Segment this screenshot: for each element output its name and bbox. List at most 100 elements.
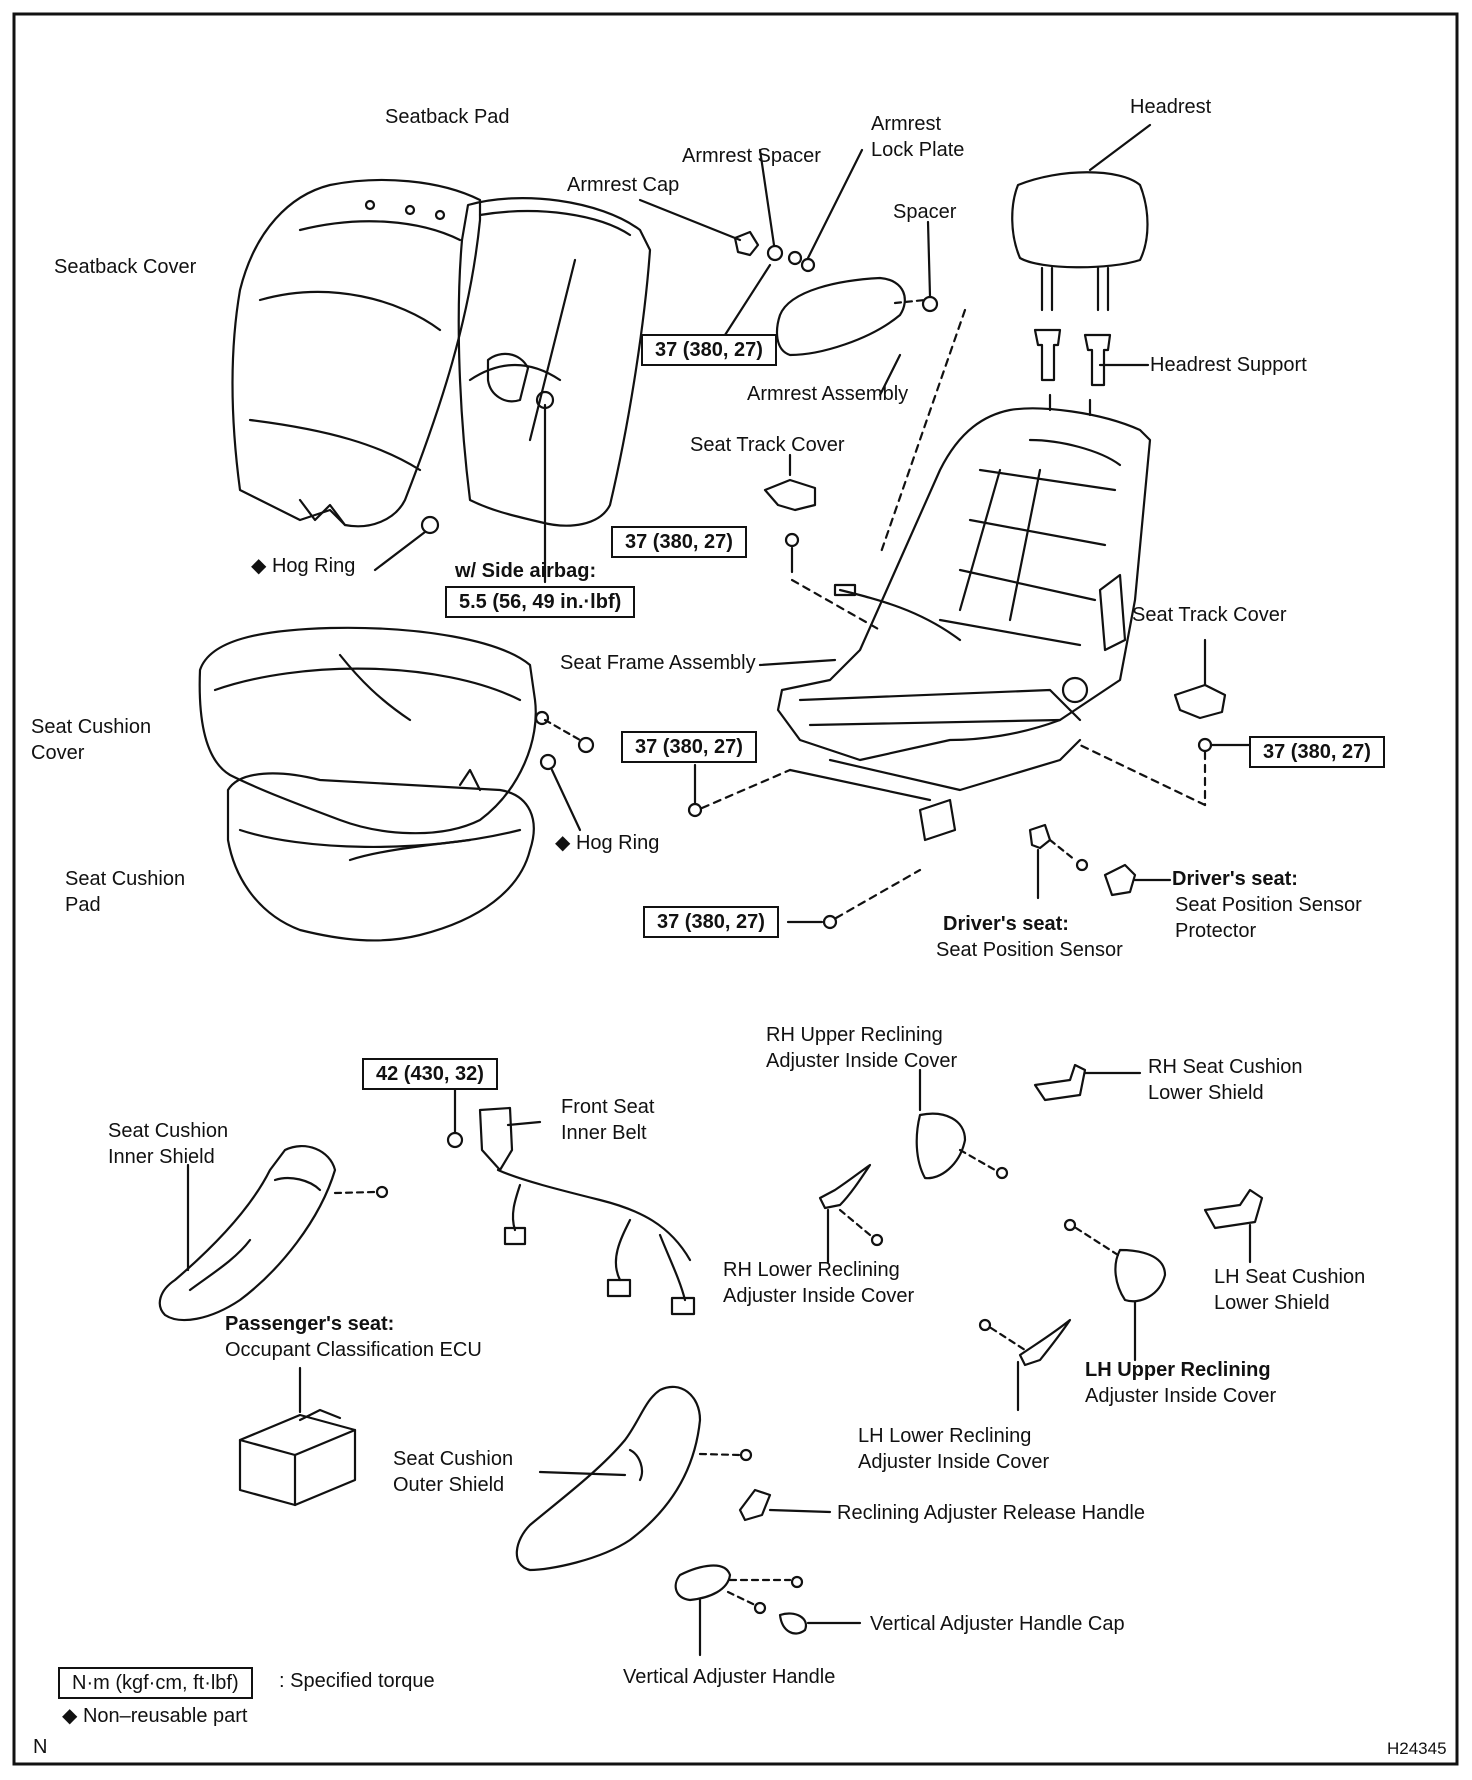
rh-upper-reclining-cover-part	[915, 1112, 967, 1180]
torque-armrest: 37 (380, 27)	[641, 334, 777, 366]
label-rh-lower-reclining: RH Lower Reclining Adjuster Inside Cover	[723, 1257, 914, 1309]
label-seat-cushion-pad: Seat Cushion Pad	[65, 866, 185, 918]
label-seatback-cover: Seatback Cover	[54, 256, 197, 278]
label-armrest-lock-plate-line2: Lock Plate	[871, 139, 965, 161]
label-lh-lower-reclining-line1: LH Lower Reclining	[858, 1425, 1032, 1447]
seat-cushion-pad-part	[226, 772, 535, 942]
legend-torque-text: : Specified torque	[279, 1670, 435, 1692]
label-lh-seat-cushion-lower: LH Seat Cushion Lower Shield	[1214, 1264, 1365, 1316]
torque-track-cover: 37 (380, 27)	[611, 526, 747, 558]
torque-front-bottom: 37 (380, 27)	[643, 906, 779, 938]
armrest-spacer-part	[766, 244, 784, 262]
rh-seat-cushion-lower-shield-part	[1033, 1063, 1087, 1102]
label-lh-lower-reclining: LH Lower Reclining Adjuster Inside Cover	[858, 1423, 1049, 1475]
label-drivers-seat-sensor-text: Seat Position Sensor	[936, 939, 1123, 961]
seat-track-cover-right-part	[1173, 683, 1227, 720]
label-front-seat-inner-belt: Front Seat Inner Belt	[561, 1094, 654, 1146]
label-rh-upper-reclining-line2: Adjuster Inside Cover	[766, 1050, 958, 1072]
seatback-cover-part	[231, 178, 482, 528]
reclining-adjuster-release-handle-part	[738, 1488, 772, 1522]
label-seat-cushion-cover-line2: Cover	[31, 742, 85, 764]
label-rh-seat-cushion-lower-line2: Lower Shield	[1148, 1082, 1264, 1104]
label-vertical-handle: Vertical Adjuster Handle	[623, 1666, 836, 1688]
label-armrest-assembly: Armrest Assembly	[747, 383, 909, 405]
legend-torque-unit: N·m (kgf·cm, ft·lbf)	[58, 1667, 253, 1699]
vertical-adjuster-handle-part	[674, 1564, 732, 1602]
label-seat-cushion-cover-line1: Seat Cushion	[31, 716, 152, 738]
label-passenger-seat-ecu-text: Occupant Classification ECU	[225, 1339, 482, 1361]
label-lh-upper-reclining-line2: Adjuster Inside Cover	[1085, 1385, 1277, 1407]
label-seat-cushion-inner-shield-line1: Seat Cushion	[108, 1120, 229, 1142]
label-lh-seat-cushion-lower-line2: Lower Shield	[1214, 1292, 1330, 1314]
label-rh-lower-reclining-line2: Adjuster Inside Cover	[723, 1285, 915, 1307]
seat-track-cover-left-part	[763, 478, 817, 512]
label-rh-lower-reclining-line1: RH Lower Reclining	[723, 1259, 900, 1281]
label-seat-cushion-inner-shield-line2: Inner Shield	[108, 1146, 215, 1168]
label-armrest-lock-plate-line1: Armrest	[871, 113, 941, 135]
occupant-classification-ecu-part	[238, 1408, 357, 1507]
corner-n: N	[33, 1736, 48, 1758]
label-seat-track-cover-left: Seat Track Cover	[690, 434, 845, 456]
label-front-seat-inner-belt-line2: Inner Belt	[561, 1122, 647, 1144]
torque-front-left: 37 (380, 27)	[621, 731, 757, 763]
lh-lower-reclining-cover-part	[1018, 1318, 1072, 1367]
label-side-airbag-text: w/ Side airbag:	[455, 560, 597, 582]
bolt-front-left-part	[687, 802, 703, 818]
label-armrest-cap: Armrest Cap	[567, 174, 680, 196]
bolt-front-bottom-part	[822, 914, 838, 930]
label-armrest-spacer: Armrest Spacer	[682, 145, 821, 167]
diagram-border	[12, 12, 1459, 1766]
headrest-part	[1011, 171, 1149, 312]
rh-lower-reclining-cover-part	[818, 1163, 872, 1210]
label-passenger-seat-title: Passenger's seat:	[225, 1313, 395, 1335]
seat-cushion-inner-shield-part	[158, 1145, 337, 1322]
seat-frame-assembly-part	[776, 393, 1152, 842]
spacer-part	[921, 295, 939, 313]
seat-cushion-outer-shield-part	[515, 1385, 702, 1572]
label-drivers-seat-sensor: Driver's seat: Seat Position Sensor	[936, 911, 1123, 963]
seat-position-sensor-protector-part	[1103, 863, 1137, 897]
armrest-assembly-part	[775, 276, 906, 357]
label-drivers-seat-sensor-title: Driver's seat:	[943, 913, 1069, 935]
label-rh-seat-cushion-lower: RH Seat Cushion Lower Shield	[1148, 1054, 1303, 1106]
headrest-support-part	[1033, 328, 1112, 387]
label-seat-cushion-pad-line2: Pad	[65, 894, 101, 916]
torque-inner-belt: 42 (430, 32)	[362, 1058, 498, 1090]
label-armrest-lock-plate: Armrest Lock Plate	[871, 111, 964, 163]
label-front-seat-inner-belt-line1: Front Seat	[561, 1096, 655, 1118]
seatback-pad-part	[457, 197, 652, 527]
label-headrest: Headrest	[1130, 96, 1212, 118]
label-seat-cushion-outer-shield-line1: Seat Cushion	[393, 1448, 514, 1470]
hog-ring-upper-part	[420, 515, 440, 535]
label-passenger-seat-ecu: Passenger's seat: Occupant Classificatio…	[225, 1311, 482, 1363]
label-drivers-seat-protector-line1: Seat Position Sensor	[1175, 894, 1362, 916]
label-lh-lower-reclining-line2: Adjuster Inside Cover	[858, 1451, 1050, 1473]
bolt-track-part	[784, 532, 800, 548]
front-seat-inner-belt-part	[446, 1106, 696, 1316]
label-lh-upper-reclining-line1: LH Upper Reclining	[1085, 1359, 1271, 1381]
label-drivers-seat-protector-title: Driver's seat:	[1172, 868, 1298, 890]
bolt-rear-right-part	[1197, 737, 1213, 753]
armrest-lock-plate-part	[787, 250, 803, 266]
label-hog-ring-upper: ◆ Hog Ring	[251, 555, 356, 577]
label-seat-cushion-inner-shield: Seat Cushion Inner Shield	[108, 1118, 228, 1170]
figure-code: H24345	[1387, 1739, 1447, 1758]
label-seat-cushion-outer-shield: Seat Cushion Outer Shield	[393, 1446, 513, 1498]
seat-cushion-cover-part	[198, 626, 550, 835]
armrest-cap-part	[733, 230, 760, 257]
label-rh-upper-reclining-line1: RH Upper Reclining	[766, 1024, 943, 1046]
armrest-lock-plate-part-2	[800, 257, 816, 273]
label-seat-frame-assembly: Seat Frame Assembly	[560, 652, 756, 674]
label-seat-cushion-outer-shield-line2: Outer Shield	[393, 1474, 505, 1496]
label-lh-upper-reclining: LH Upper Reclining Adjuster Inside Cover	[1085, 1357, 1276, 1409]
torque-rear-right: 37 (380, 27)	[1249, 736, 1385, 768]
label-side-airbag: w/ Side airbag:	[455, 558, 596, 584]
label-seat-track-cover-right: Seat Track Cover	[1132, 604, 1287, 626]
label-hog-ring-lower: ◆ Hog Ring	[555, 832, 660, 854]
lh-upper-reclining-cover-part	[1114, 1248, 1167, 1303]
label-headrest-support: Headrest Support	[1150, 354, 1307, 376]
clip-part	[577, 736, 595, 754]
legend-nonreusable: ◆ Non–reusable part	[62, 1705, 248, 1727]
label-seat-cushion-pad-line1: Seat Cushion	[65, 868, 186, 890]
